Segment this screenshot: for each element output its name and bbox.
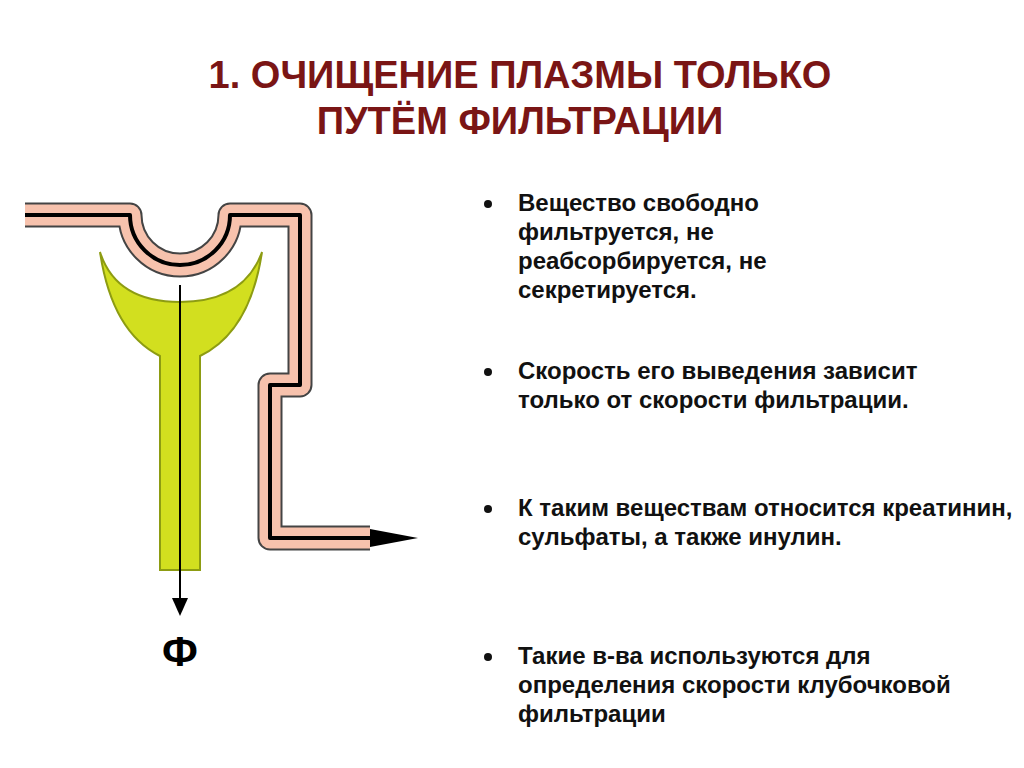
bullet-text: Такие в-ва используются для определения … xyxy=(518,641,968,728)
bullet-text: К таким веществам относится креатинин, с… xyxy=(518,493,1013,551)
filtration-symbol: Ф xyxy=(150,628,210,676)
filtration-arrow xyxy=(172,285,188,616)
bullet-dot xyxy=(484,200,492,208)
bullet-text: Вещество свободно фильтруется, не реабсо… xyxy=(518,188,858,304)
slide-title: 1. ОЧИЩЕНИЕ ПЛАЗМЫ ТОЛЬКО ПУТЁМ ФИЛЬТРАЦ… xyxy=(150,52,890,144)
bullet-dot xyxy=(484,505,492,513)
vessel-tube xyxy=(25,215,370,538)
bullet-dot xyxy=(484,653,492,661)
bullet-text: Скорость его выведения зависит только от… xyxy=(518,356,998,414)
outflow-arrow xyxy=(370,529,418,547)
bullet-dot xyxy=(484,368,492,376)
